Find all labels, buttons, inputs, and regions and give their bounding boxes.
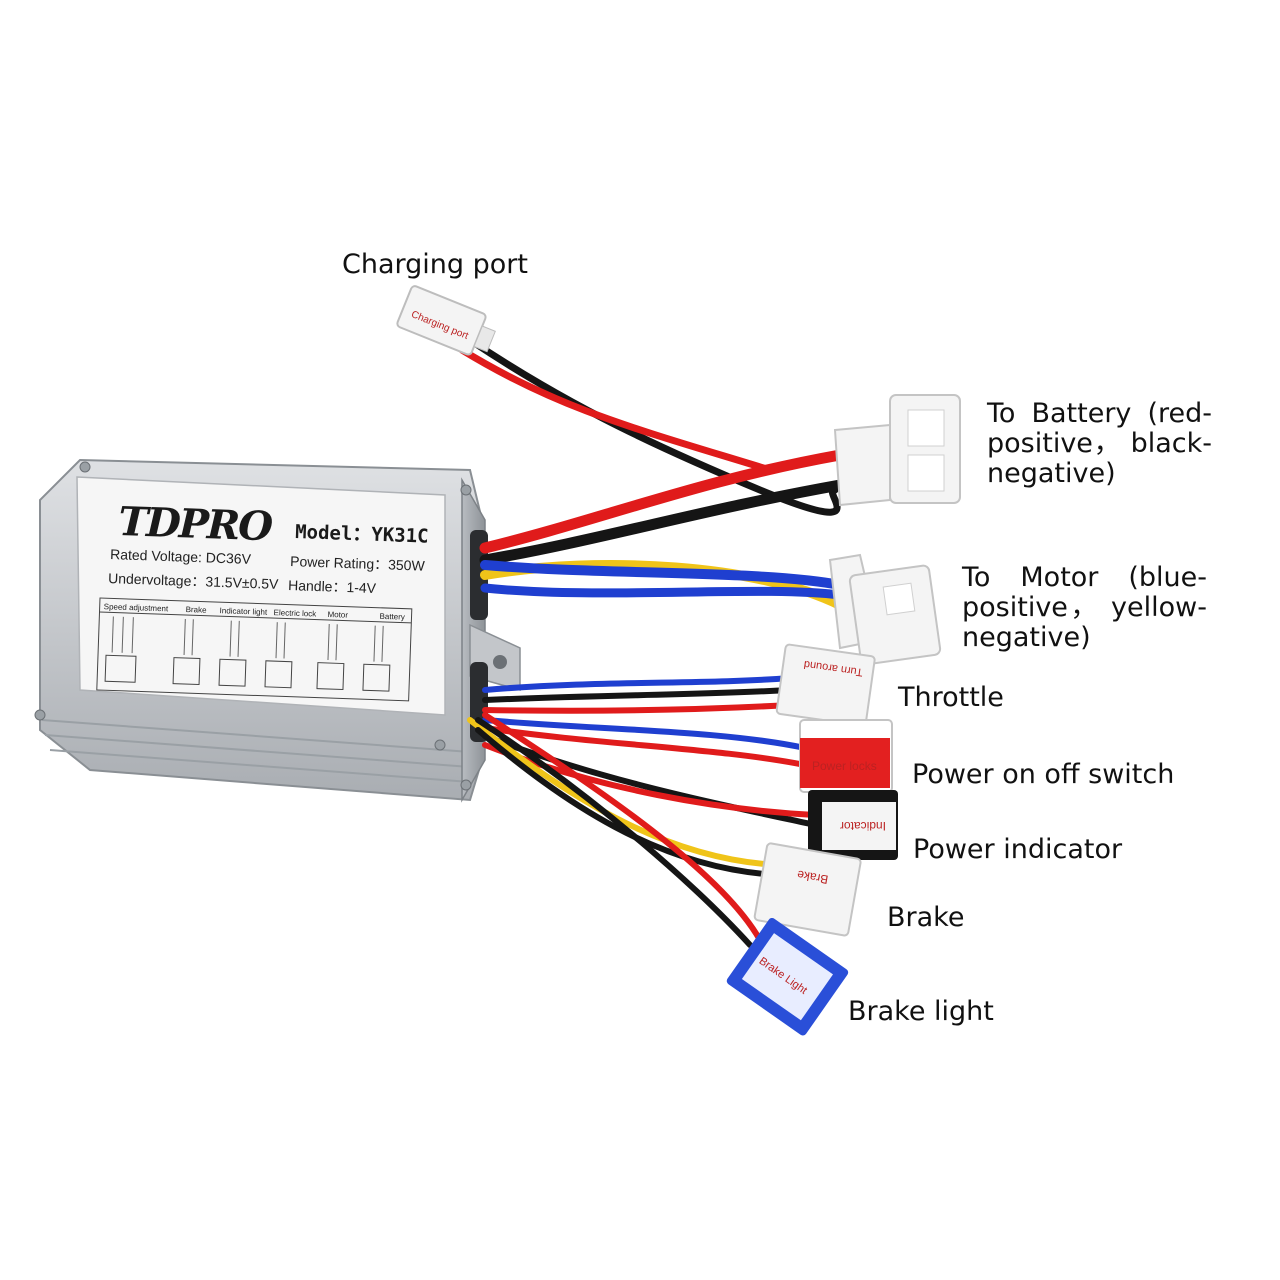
throttle-wire-blue — [482, 675, 793, 693]
throttle-wire-black — [482, 687, 793, 703]
motor-callout: To Motor (blue-positive， yellow-negative… — [962, 562, 1207, 653]
model-text: Model：YK31C — [295, 521, 429, 548]
terminal-header-0: Speed adjustment — [104, 602, 170, 613]
power-switch-connector: Power locks — [799, 719, 893, 793]
throttle-wire-red — [482, 702, 793, 714]
charging-wire-black — [466, 336, 841, 516]
battery-wire-red — [479, 449, 846, 554]
battery-connector — [833, 394, 961, 507]
switch-wire-blue — [482, 717, 808, 751]
power-lock-tag: Power locks — [812, 759, 877, 773]
brake-light-callout: Brake light — [848, 996, 994, 1027]
wires — [458, 336, 846, 948]
charging-wire-red — [458, 346, 774, 474]
handle-text: Handle：1-4V — [288, 577, 377, 596]
throttle-callout: Throttle — [898, 682, 1004, 713]
controller-label: TDPRO Model：YK31C Rated Voltage: DC36V P… — [76, 476, 446, 716]
brake-connector: Brake — [753, 842, 862, 937]
terminal-header-5: Battery — [379, 612, 405, 622]
charging-port-callout: Charging port — [342, 249, 528, 280]
terminal-header-4: Motor — [327, 610, 348, 620]
brake-wire-black — [475, 727, 783, 878]
motor-connector — [828, 553, 942, 666]
battery-callout: To Battery (red-positive， black-negative… — [987, 398, 1212, 489]
brake-light-connector: Brake Light — [726, 917, 849, 1036]
power-indicator-callout: Power indicator — [913, 834, 1123, 865]
switch-wire-red — [482, 725, 808, 768]
terminal-header-1: Brake — [185, 605, 207, 615]
motor-wire-blue — [480, 560, 845, 590]
battery-wire-black — [479, 479, 846, 566]
brake-tag: Brake — [796, 867, 830, 886]
power-switch-callout: Power on off switch — [912, 759, 1175, 790]
brake-light-wire-red — [482, 712, 763, 943]
rated-voltage-text: Rated Voltage: DC36V — [110, 546, 252, 567]
brake-callout: Brake — [887, 902, 965, 933]
power-rating-text: Power Rating：350W — [290, 553, 426, 574]
undervoltage-text: Undervoltage：31.5V±0.5V — [108, 570, 279, 592]
power-indicator-connector: Indicator — [808, 790, 898, 860]
brand-logo: TDPRO — [118, 498, 274, 550]
terminal-header-2: Indicator light — [219, 606, 268, 617]
charging-port-connector: Charging port — [396, 285, 496, 356]
terminal-header-3: Electric lock — [273, 608, 317, 619]
throttle-connector: Turn around — [775, 643, 876, 727]
indicator-tag: Indicator — [840, 819, 886, 833]
indicator-wire-red — [482, 742, 818, 818]
brake-light-wire-black — [475, 717, 753, 948]
